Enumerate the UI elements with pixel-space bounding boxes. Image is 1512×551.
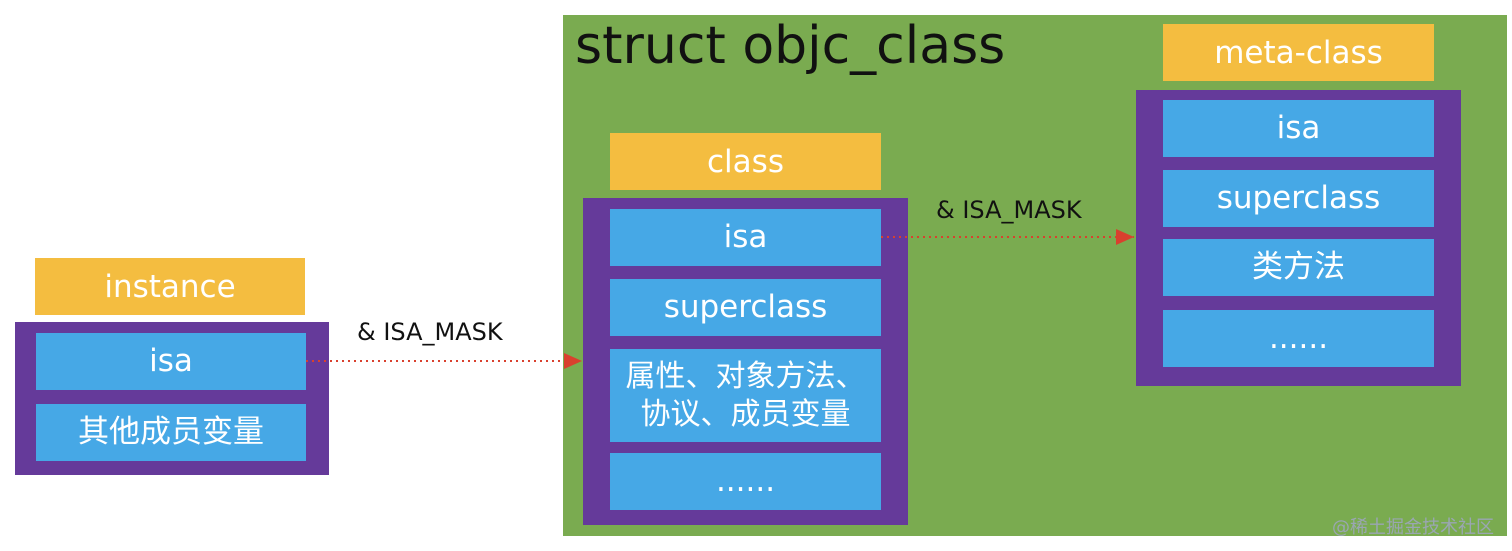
- instance-isa-cell: isa: [36, 333, 306, 390]
- class-members-cell: 属性、对象方法、 协议、成员变量: [610, 349, 881, 442]
- metaclass-superclass-cell: superclass: [1163, 170, 1434, 227]
- class-isa-cell: isa: [610, 209, 881, 266]
- class-superclass-cell: superclass: [610, 279, 881, 336]
- instance-ivars-cell: 其他成员变量: [36, 404, 306, 461]
- metaclass-class-methods-cell: 类方法: [1163, 239, 1434, 296]
- metaclass-isa-cell: isa: [1163, 100, 1434, 157]
- instance-to-class-label: & ISA_MASK: [357, 318, 503, 346]
- metaclass-more-cell: ......: [1163, 310, 1434, 367]
- struct-title: struct objc_class: [575, 16, 1006, 76]
- watermark: @稀土掘金技术社区: [1332, 517, 1494, 538]
- metaclass-label: meta-class: [1163, 24, 1434, 81]
- class-to-metaclass-label: & ISA_MASK: [936, 196, 1082, 224]
- class-more-cell: ......: [610, 453, 881, 510]
- instance-label: instance: [35, 258, 305, 315]
- class-label: class: [610, 133, 881, 190]
